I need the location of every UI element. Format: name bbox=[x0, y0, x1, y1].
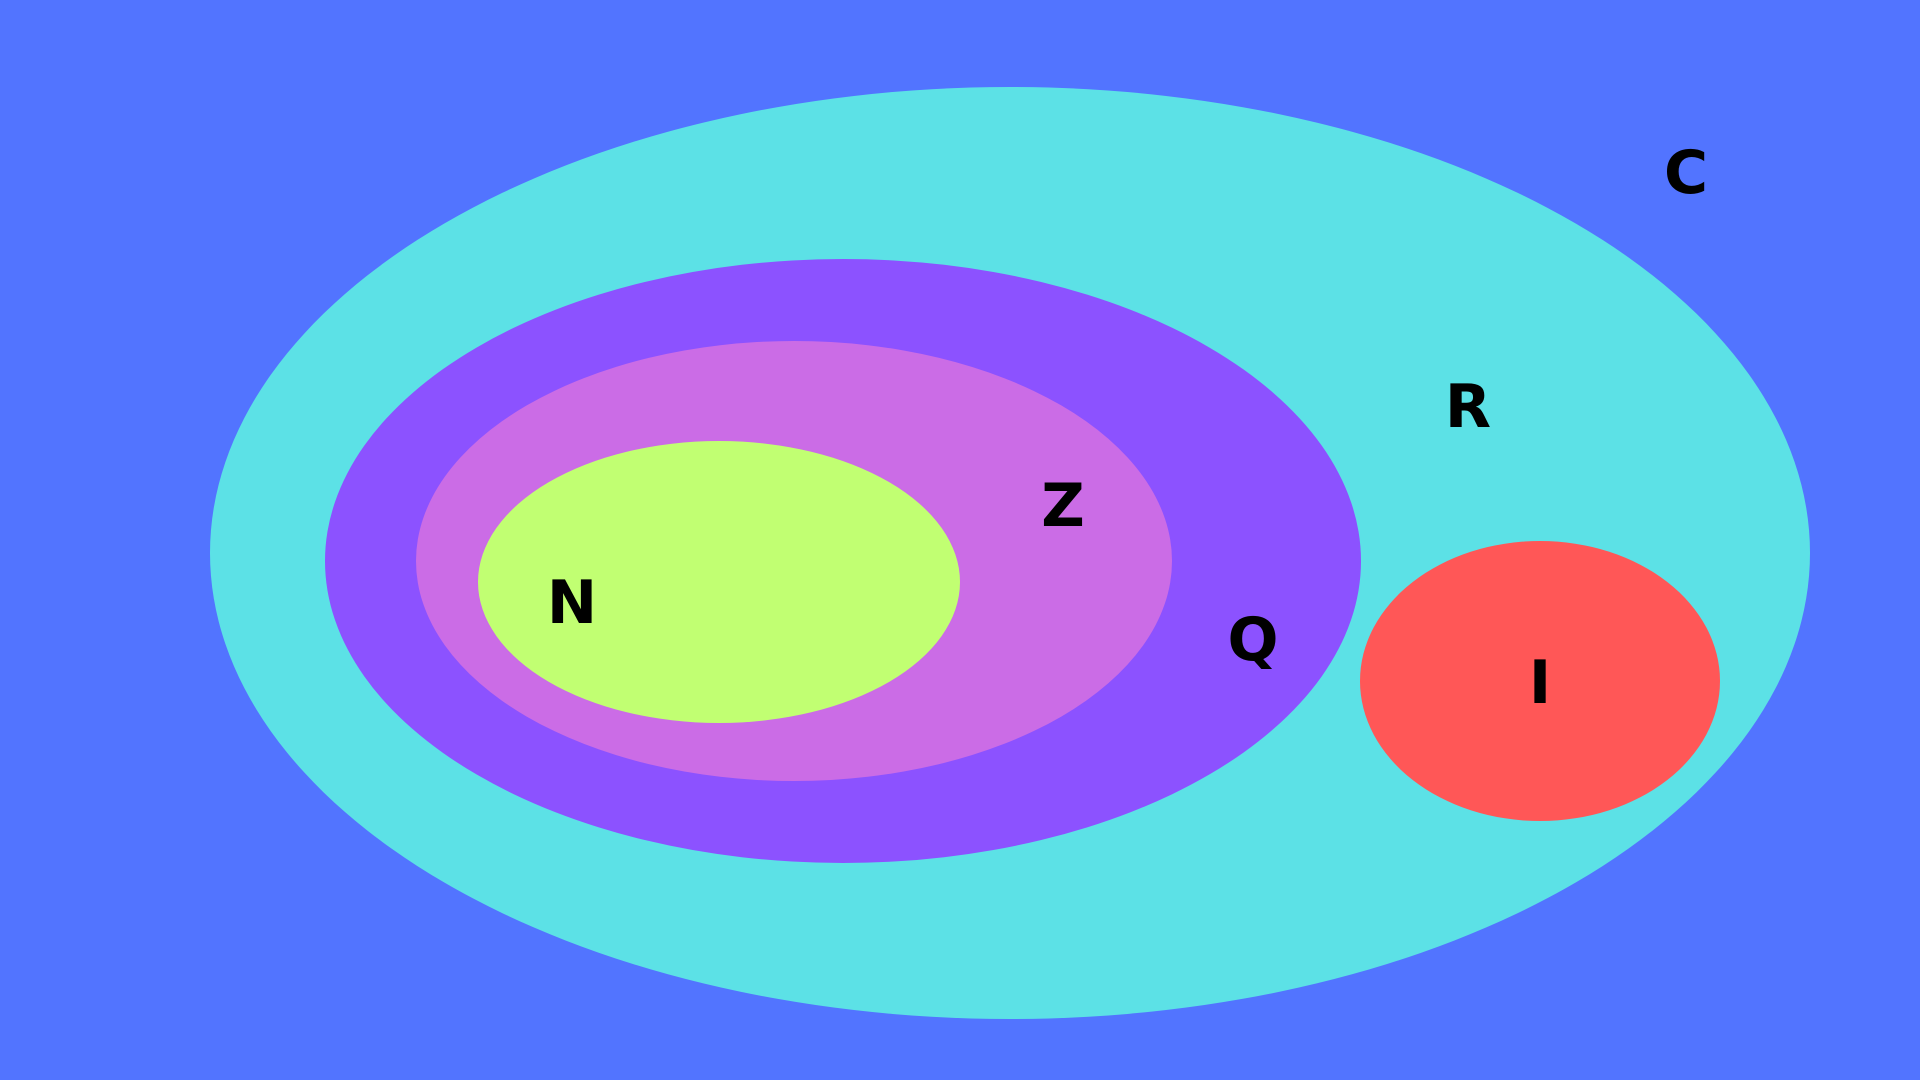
rational-label: Q bbox=[1227, 605, 1278, 675]
irrational-label: I bbox=[1529, 648, 1551, 718]
integer-label: Z bbox=[1041, 471, 1085, 541]
natural-numbers-ellipse bbox=[478, 441, 960, 723]
natural-label: N bbox=[547, 568, 597, 638]
real-label: R bbox=[1445, 372, 1491, 442]
complex-label: C bbox=[1664, 138, 1708, 208]
irrational-numbers-ellipse bbox=[1360, 541, 1720, 821]
